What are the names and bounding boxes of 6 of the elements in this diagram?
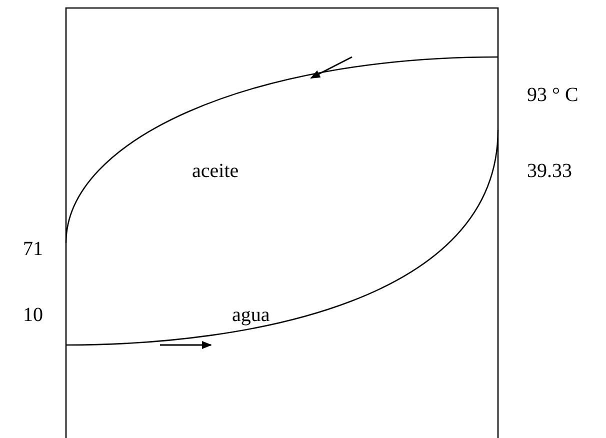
stream-label: agua — [232, 304, 270, 326]
stream-label: aceite — [192, 160, 239, 182]
temperature-label: 39.33 — [527, 160, 572, 182]
temperature-label: 71 — [23, 238, 43, 260]
temperature-label: 10 — [23, 304, 43, 326]
temperature-label: 93 ° C — [527, 84, 578, 106]
